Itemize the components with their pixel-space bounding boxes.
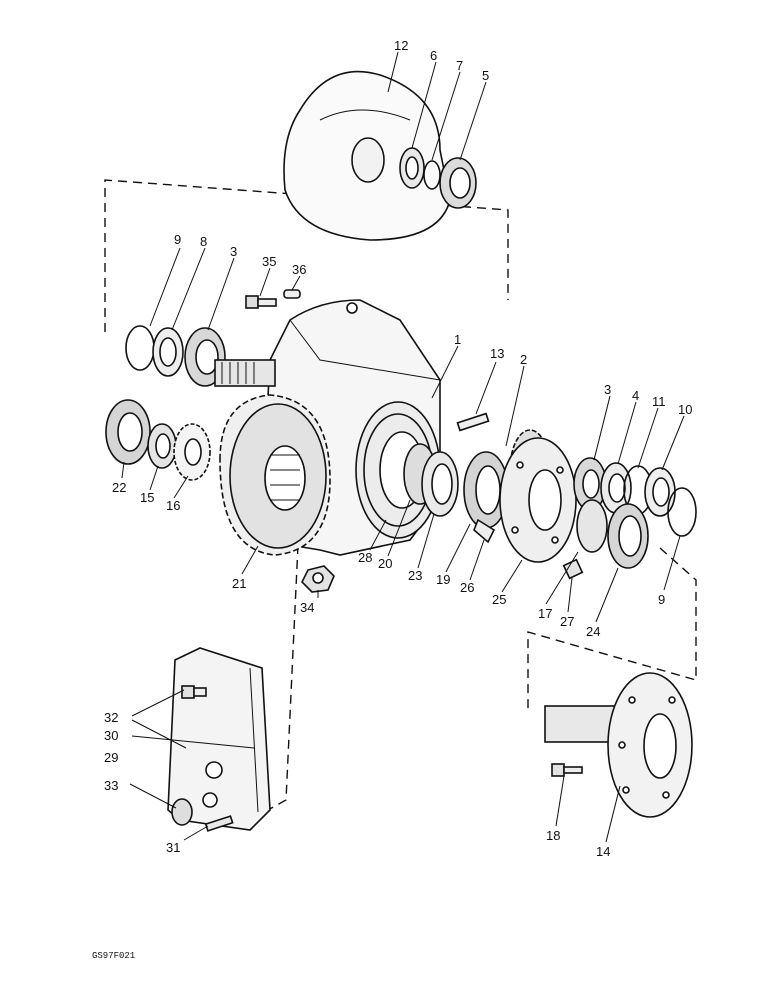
part-8-shim-left xyxy=(152,327,184,377)
part-5-seal xyxy=(439,157,477,209)
part-31-screw xyxy=(204,815,234,832)
part-9-circlip-left xyxy=(125,325,155,371)
callout-4: 4 xyxy=(632,388,639,403)
part-12-bell-cover xyxy=(283,70,451,241)
part-34-nut xyxy=(301,565,335,593)
callout-29: 29 xyxy=(104,750,118,765)
leader-lines xyxy=(121,51,685,843)
part-26-shim xyxy=(473,518,496,544)
callout-5: 5 xyxy=(482,68,489,83)
part-14-output-flange xyxy=(544,672,693,818)
callout-22: 22 xyxy=(112,480,126,495)
callout-13: 13 xyxy=(490,346,504,361)
callout-21: 21 xyxy=(232,576,246,591)
callout-2: 2 xyxy=(520,352,527,367)
part-9-circlip-right xyxy=(667,487,697,537)
figure-code: GS97F021 xyxy=(92,951,135,961)
part-23-race xyxy=(421,451,459,517)
part-33-plug xyxy=(171,798,193,826)
callout-26: 26 xyxy=(460,580,474,595)
callout-3-left: 3 xyxy=(230,244,237,259)
part-27-screw xyxy=(562,558,584,580)
callout-8: 8 xyxy=(200,234,207,249)
callout-34: 34 xyxy=(300,600,314,615)
callout-32: 32 xyxy=(104,710,118,725)
callout-1: 1 xyxy=(454,332,461,347)
part-22-bearing xyxy=(105,399,151,465)
part-32-bolt xyxy=(181,685,207,699)
callout-7: 7 xyxy=(456,58,463,73)
callout-35: 35 xyxy=(262,254,276,269)
callout-28: 28 xyxy=(358,550,372,565)
callout-12: 12 xyxy=(394,38,408,53)
callout-9-top: 9 xyxy=(174,232,181,247)
callout-17: 17 xyxy=(538,606,552,621)
callout-31: 31 xyxy=(166,840,180,855)
callout-6: 6 xyxy=(430,48,437,63)
part-17-bearing-inner xyxy=(576,499,608,553)
callout-15: 15 xyxy=(140,490,154,505)
callout-3-right: 3 xyxy=(604,382,611,397)
callout-23: 23 xyxy=(408,568,422,583)
part-13-key xyxy=(456,412,490,432)
part-10-ring-right xyxy=(644,467,676,517)
callout-25: 25 xyxy=(492,592,506,607)
callout-20: 20 xyxy=(378,556,392,571)
callout-24: 24 xyxy=(586,624,600,639)
callout-16: 16 xyxy=(166,498,180,513)
callout-11: 11 xyxy=(652,394,666,409)
part-35-bolt xyxy=(245,295,277,309)
dashed-group-cover xyxy=(267,544,299,811)
callout-18: 18 xyxy=(546,828,560,843)
callout-33: 33 xyxy=(104,778,118,793)
part-18-bolt xyxy=(551,763,583,777)
callout-9-right: 9 xyxy=(658,592,665,607)
callout-36: 36 xyxy=(292,262,306,277)
callout-labels: 12 6 7 5 9 8 3 35 36 1 13 2 3 4 11 10 22… xyxy=(104,38,692,859)
shaft-splined-left xyxy=(214,359,276,387)
part-16-lock-washer xyxy=(173,423,211,481)
part-21-large-gear xyxy=(219,394,331,556)
part-7-o-ring xyxy=(423,160,441,190)
callout-19: 19 xyxy=(436,572,450,587)
part-25-flange xyxy=(499,437,577,563)
callout-14: 14 xyxy=(596,844,610,859)
callout-10: 10 xyxy=(678,402,692,417)
part-24-seal-right xyxy=(607,503,649,569)
part-4-shim-right xyxy=(600,462,632,514)
dashed-group-right xyxy=(527,547,697,710)
callout-30: 30 xyxy=(104,728,118,743)
part-6-bearing-sleeve xyxy=(399,147,425,189)
dashed-group-top xyxy=(104,179,509,332)
callout-27: 27 xyxy=(560,614,574,629)
part-36-pin xyxy=(283,289,301,299)
part-15-nut xyxy=(147,423,177,469)
